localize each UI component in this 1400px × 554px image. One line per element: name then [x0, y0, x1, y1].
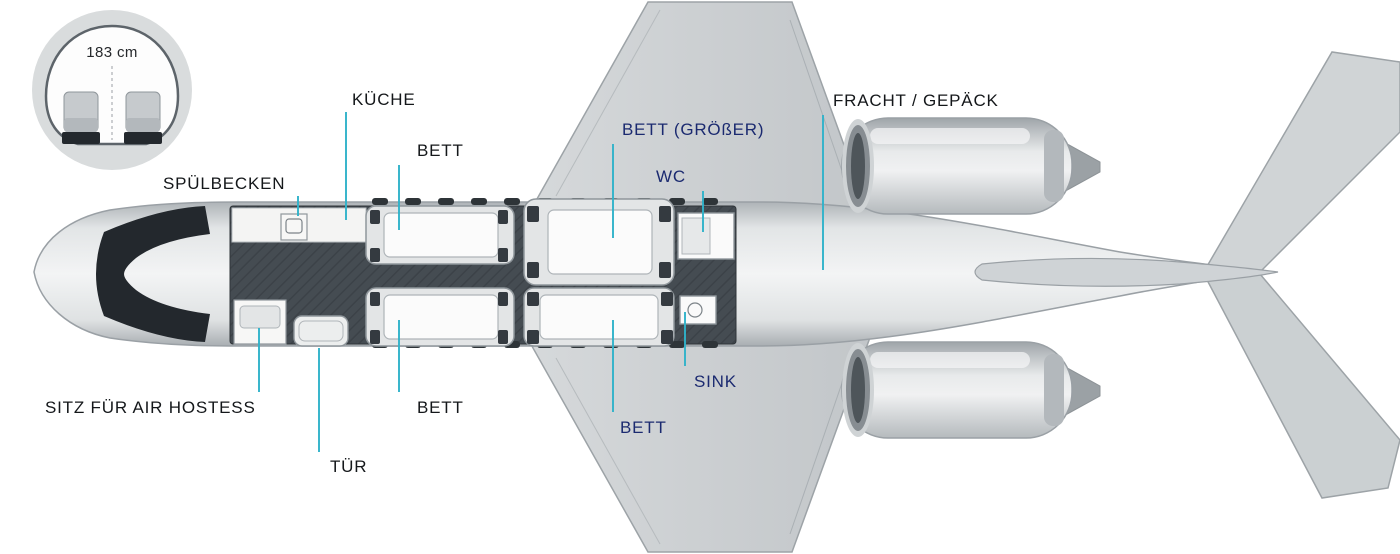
label-bett-groesser: BETT (GRÖßER): [622, 120, 765, 139]
label-kueche: KÜCHE: [352, 90, 416, 109]
leader-tuer: [318, 348, 320, 452]
leader-sink: [684, 312, 686, 366]
cabin-door: [293, 315, 349, 347]
galley: [231, 207, 367, 243]
cabin-interior: [229, 198, 737, 348]
leader-bett-bottom-right: [612, 320, 614, 412]
label-fracht-gepaeck: FRACHT / GEPÄCK: [833, 91, 999, 110]
leader-bett-groesser: [612, 144, 614, 238]
label-sitz-air-hostess: SITZ FÜR AIR HOSTESS: [45, 398, 256, 417]
engine-top: [841, 117, 1101, 215]
leader-sitz: [258, 328, 260, 392]
leader-kueche: [345, 112, 347, 220]
label-wc: WC: [656, 167, 686, 186]
air-hostess-seat: [233, 299, 287, 345]
cross-section-seat-right: [124, 91, 162, 144]
leader-spuelbecken: [297, 196, 299, 216]
sink-box: [679, 295, 717, 325]
vertical-fin: [974, 257, 1279, 287]
galley-sink: [280, 213, 308, 241]
wing-top: [522, 1, 874, 223]
cabin-height-label: 183 cm: [86, 44, 138, 61]
leader-wc: [702, 191, 704, 232]
label-tuer: TÜR: [330, 457, 368, 476]
leader-bett-top: [398, 165, 400, 230]
cabin-cross-section: [32, 10, 192, 170]
bed-bottom-right: [523, 287, 675, 347]
cockpit-windshield: [96, 206, 210, 342]
bed-top-left: [365, 205, 515, 265]
label-bett-bottom: BETT: [417, 398, 464, 417]
engine-bottom: [841, 341, 1101, 439]
horizontal-stabilizer-top: [1204, 51, 1400, 273]
leader-fracht: [822, 115, 824, 270]
wing-bottom: [522, 331, 874, 553]
label-bett-bottom-right: BETT: [620, 418, 667, 437]
horizontal-stabilizer-bottom: [1204, 273, 1400, 499]
cross-section-seat-left: [62, 91, 100, 144]
bed-larger: [523, 198, 675, 286]
wc-compartment: [677, 212, 735, 260]
leader-bett-bottom: [398, 320, 400, 392]
label-bett-top: BETT: [417, 141, 464, 160]
bed-bottom-left: [365, 287, 515, 347]
label-spuelbecken: SPÜLBECKEN: [163, 174, 286, 193]
label-sink: SINK: [694, 372, 737, 391]
